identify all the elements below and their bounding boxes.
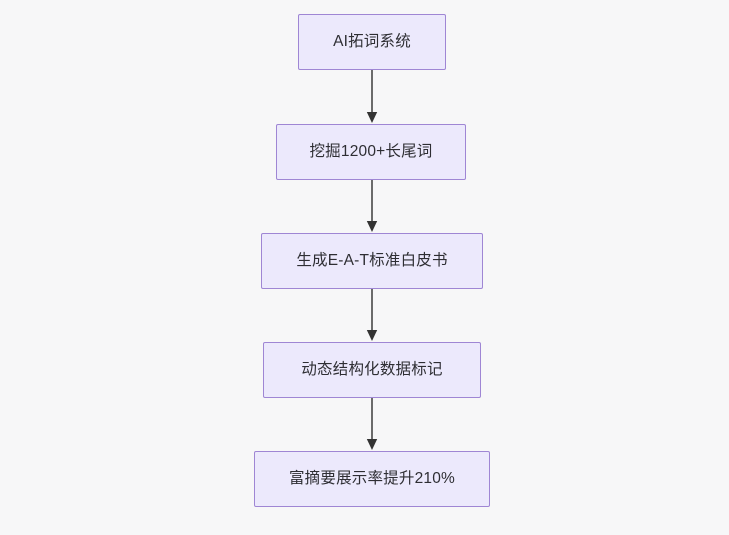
flowchart-node-generate-eat-whitepaper[interactable]: 生成E-A-T标准白皮书: [261, 233, 483, 289]
flowchart-node-dynamic-structured-data-markup[interactable]: 动态结构化数据标记: [263, 342, 481, 398]
flowchart-edge-n1-n2: [365, 180, 379, 233]
flowchart-node-mine-longtail-keywords[interactable]: 挖掘1200+长尾词: [276, 124, 466, 180]
flowchart-edge-n3-n4: [365, 398, 379, 451]
arrow-down-icon: [366, 289, 378, 341]
node-label: AI拓词系统: [333, 33, 411, 51]
flowchart-node-ai-keyword-system[interactable]: AI拓词系统: [298, 14, 446, 70]
node-label: 动态结构化数据标记: [301, 361, 443, 379]
flowchart-edge-n2-n3: [365, 289, 379, 342]
arrow-down-icon: [366, 398, 378, 450]
flowchart-edge-n0-n1: [365, 70, 379, 124]
flowchart-node-rich-snippet-impression-lift[interactable]: 富摘要展示率提升210%: [254, 451, 490, 507]
node-label: 富摘要展示率提升210%: [288, 470, 456, 488]
node-label: 生成E-A-T标准白皮书: [296, 252, 448, 270]
node-label: 挖掘1200+长尾词: [309, 143, 433, 161]
arrow-down-icon: [366, 180, 378, 232]
arrow-down-icon: [366, 70, 378, 123]
